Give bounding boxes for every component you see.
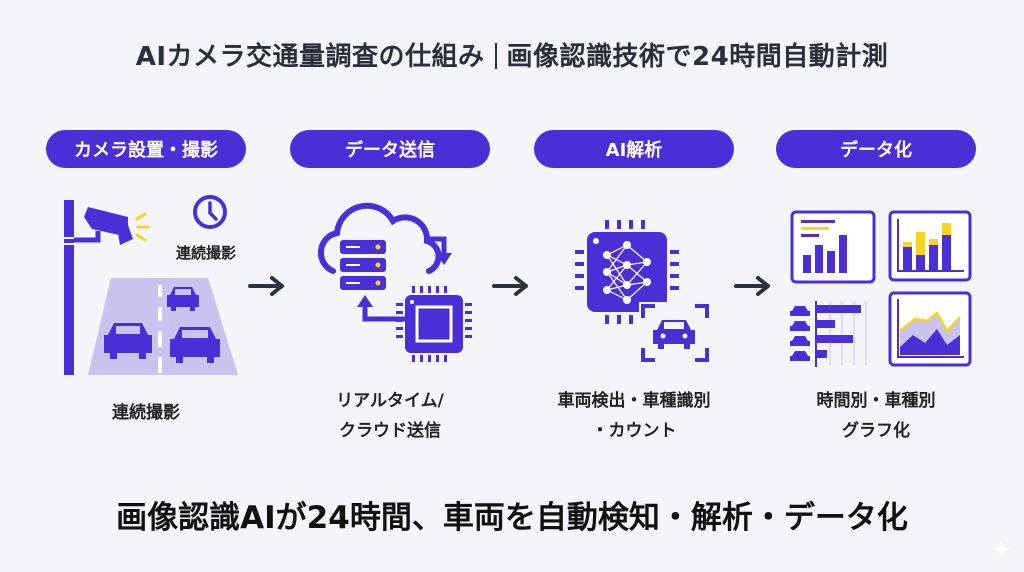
step-2-caption: リアルタイム/ クラウド送信 bbox=[290, 386, 490, 446]
area-chart-panel bbox=[888, 291, 972, 367]
arrow-right-icon bbox=[248, 276, 284, 296]
caption-line: 連続撮影 bbox=[112, 403, 180, 423]
sparkle-icon bbox=[991, 539, 1011, 559]
footer-summary: 画像認識AIが24時間、車両を自動検知・解析・データ化 bbox=[116, 500, 908, 536]
page-title: AIカメラ交通量調査の仕組み画像認識技術で24時間自動計測 bbox=[0, 36, 1024, 73]
cloud-server-chip-icon bbox=[317, 202, 472, 362]
car-icon bbox=[167, 287, 199, 311]
step-2-label: データ送信 bbox=[290, 130, 490, 168]
step-1-caption: 連続撮影 bbox=[46, 398, 246, 428]
camera-signal-icon bbox=[135, 212, 150, 242]
pole-icon bbox=[64, 200, 74, 375]
step-1-label: カメラ設置・撮影 bbox=[46, 130, 246, 168]
arrow-down-icon bbox=[429, 236, 447, 255]
stacked-bar-chart-panel bbox=[888, 210, 972, 282]
car-icon bbox=[170, 327, 220, 363]
charts-dashboard-icon bbox=[790, 210, 972, 367]
caption-line: 時間別・車種別 bbox=[816, 391, 936, 411]
ai-chip-icon bbox=[575, 220, 679, 324]
title-left: AIカメラ交通量調査の仕組み bbox=[135, 42, 485, 72]
title-divider bbox=[494, 43, 497, 69]
step-4-label: データ化 bbox=[776, 130, 976, 168]
ai-chip-vehicle-detect-icon bbox=[575, 220, 709, 362]
arrow-right-icon bbox=[734, 276, 770, 296]
camera-icon bbox=[74, 207, 133, 245]
horizontal-bar-chart-panel bbox=[790, 301, 867, 367]
arrow-right-icon bbox=[492, 276, 528, 296]
car-icon bbox=[104, 323, 152, 359]
clock-icon bbox=[193, 195, 227, 229]
cloud-icon bbox=[317, 202, 442, 274]
traffic-camera-road-icon bbox=[62, 195, 238, 375]
car-icon bbox=[790, 306, 810, 361]
caption-line: ・カウント bbox=[591, 421, 677, 441]
caption-line: リアルタイム/ bbox=[336, 391, 444, 411]
step-4-caption: 時間別・車種別 グラフ化 bbox=[776, 386, 976, 446]
server-icon bbox=[340, 240, 386, 290]
step-1-sub-label: 連続撮影 bbox=[176, 244, 237, 262]
car-icon bbox=[653, 320, 695, 349]
detection-frame-icon bbox=[641, 304, 709, 362]
bar-chart-panel bbox=[790, 210, 876, 284]
chip-icon bbox=[396, 286, 472, 362]
caption-line: グラフ化 bbox=[842, 421, 910, 441]
title-right: 画像認識技術で24時間自動計測 bbox=[506, 42, 889, 72]
caption-line: クラウド送信 bbox=[339, 421, 441, 441]
step-3-label: AI解析 bbox=[534, 130, 734, 168]
caption-line: 車両検出・車種識別 bbox=[557, 391, 711, 411]
step-3-caption: 車両検出・車種識別 ・カウント bbox=[514, 386, 754, 446]
